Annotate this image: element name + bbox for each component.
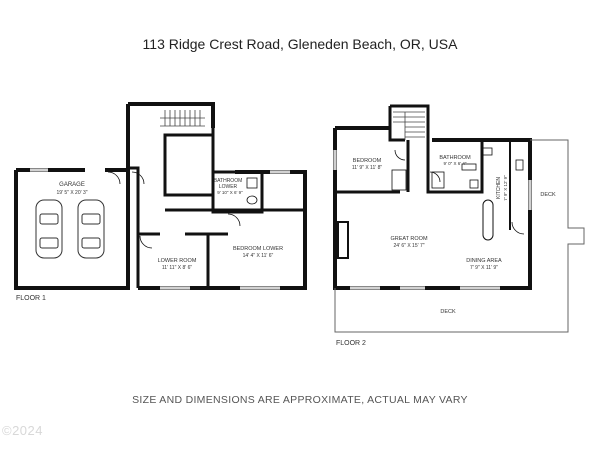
garage-label: GARAGE (59, 182, 85, 188)
floor1-plan (14, 102, 307, 290)
bedroom-lower-dims: 14' 4" X 11' 6" (243, 253, 274, 259)
dining-area-label: DINING AREA (466, 258, 502, 264)
size-disclaimer: SIZE AND DIMENSIONS ARE APPROXIMATE, ACT… (132, 394, 468, 406)
bedroom-lower-label: BEDROOM LOWER (233, 246, 283, 252)
bedroom-dims: 11' 9" X 11' 8" (352, 165, 383, 171)
plan-title: 113 Ridge Crest Road, Gleneden Beach, OR… (142, 36, 458, 52)
floor2-label: FLOOR 2 (336, 340, 366, 347)
bathroom-label: BATHROOM (439, 155, 471, 161)
deck-side-label: DECK (540, 192, 556, 198)
dining-area-dims: 7' 9" X 11' 9" (470, 265, 498, 271)
great-room-label: GREAT ROOM (390, 236, 427, 242)
kitchen-dims: 7' 9" X 12' 9" (503, 175, 508, 201)
floor1-label: FLOOR 1 (16, 295, 46, 302)
garage-dims: 19' 5" X 20' 3" (56, 190, 87, 196)
bathroom-lower-dims: 9' 10" X 6' 9" (217, 190, 243, 195)
copyright-watermark: ©2024 (2, 423, 43, 438)
floor2-plan (333, 104, 585, 333)
bathroom-dims: 9' 0" X 6' 4" (444, 161, 467, 166)
great-room-dims: 24' 6" X 15' 7" (393, 243, 424, 249)
bedroom-label: BEDROOM (353, 158, 382, 164)
bathroom-lower-label: BATHROOM (214, 178, 243, 184)
lower-room-dims: 11' 11" X 8' 6" (162, 265, 193, 271)
bathroom-lower-label-2: LOWER (219, 184, 238, 190)
lower-room-label: LOWER ROOM (158, 258, 197, 264)
kitchen-label: KITCHEN (496, 177, 502, 199)
deck-bottom-label: DECK (440, 309, 456, 315)
